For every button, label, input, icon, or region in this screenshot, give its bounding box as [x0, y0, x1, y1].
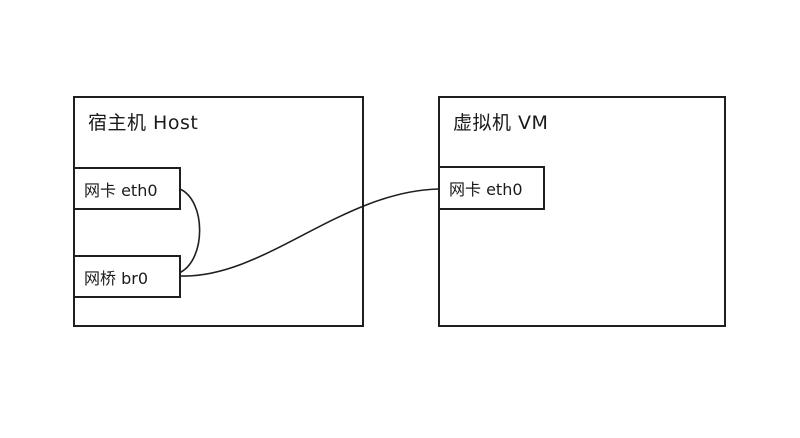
host-br0-node: 网桥 br0	[73, 255, 181, 298]
host-br0-label: 网桥 br0	[84, 268, 149, 288]
host-eth0-node: 网卡 eth0	[73, 167, 181, 210]
host-title: 宿主机 Host	[88, 112, 199, 134]
host-eth0-label: 网卡 eth0	[84, 180, 158, 200]
vm-eth0-label: 网卡 eth0	[449, 180, 523, 199]
vm-title: 虚拟机 VM	[453, 112, 549, 134]
vm-container-box: 虚拟机 VM	[438, 96, 726, 327]
vm-eth0-node: 网卡 eth0	[438, 166, 545, 210]
